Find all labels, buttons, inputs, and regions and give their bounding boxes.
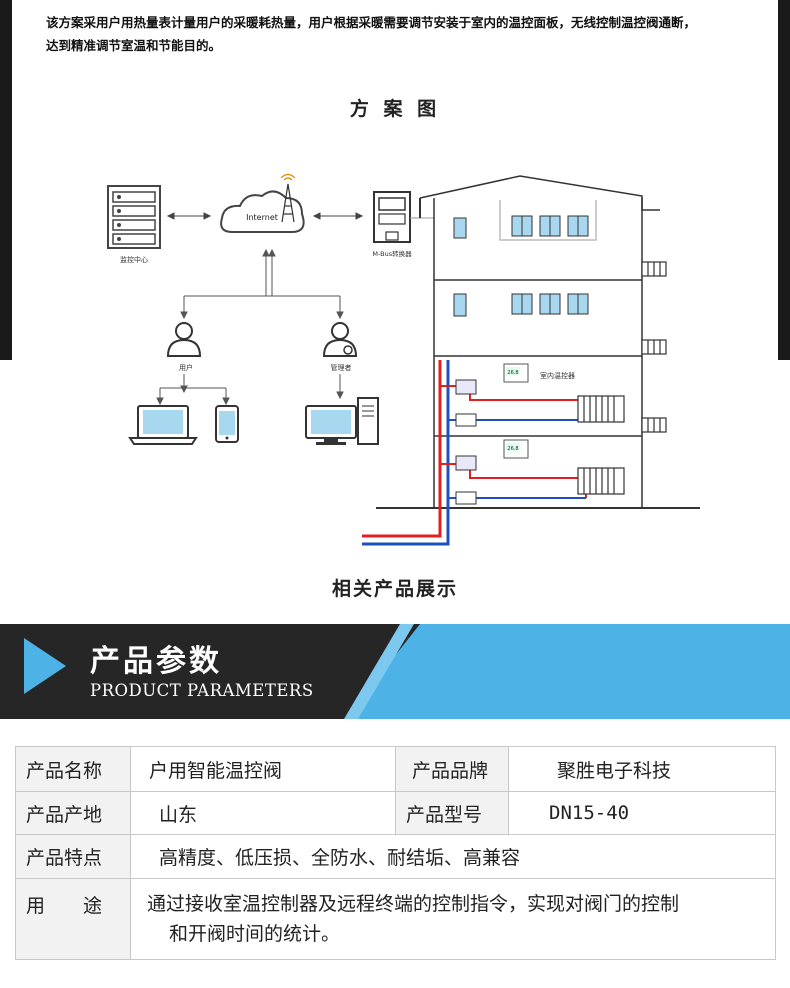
- banner-title-cn: 产品参数: [90, 644, 222, 679]
- usage-line-2: 和开阀时间的统计。: [169, 923, 341, 945]
- internet-label: Internet: [246, 213, 278, 222]
- phone-icon: [215, 405, 239, 443]
- connection-tree: [180, 248, 344, 320]
- indoor-controller-label: 室内温控器: [540, 371, 575, 380]
- mbus-converter-icon: [373, 191, 411, 243]
- manager-icon: [322, 322, 358, 357]
- cloud-icon: [220, 190, 305, 233]
- table-row: 产品产地 山东 产品型号 DN15-40: [15, 791, 776, 835]
- device-arrows: [156, 374, 344, 406]
- banner-title-en: PRODUCT PARAMETERS: [90, 681, 314, 700]
- table-row: 产品名称 户用智能温控阀 产品品牌 聚胜电子科技: [15, 746, 776, 792]
- params-table: 产品名称 户用智能温控阀 产品品牌 聚胜电子科技 产品产地 山东 产品型号 DN…: [15, 746, 776, 960]
- indoor-thermostat-icon: [503, 363, 529, 459]
- balcony-railings: [641, 261, 667, 433]
- antenna-tower-icon: [280, 173, 296, 223]
- mbus-label: M-Bus转换器: [372, 249, 412, 258]
- thermostat-display-2: 26.8: [507, 446, 518, 452]
- table-row: 产品特点 高精度、低压损、全防水、耐结垢、高兼容: [15, 834, 776, 879]
- origin-value: 山东: [130, 791, 396, 835]
- name-value: 户用智能温控阀: [130, 746, 396, 792]
- manager-label: 管理者: [331, 363, 352, 372]
- name-label: 产品名称: [15, 746, 131, 792]
- heating-pipes: [362, 360, 450, 546]
- feature-value: 高精度、低压损、全防水、耐结垢、高兼容: [130, 834, 776, 879]
- server-rack-icon: [107, 185, 161, 249]
- user-label: 用户: [179, 363, 193, 372]
- model-label: 产品型号: [395, 791, 509, 835]
- system-diagram: 监控中心 Internet M-Bus转换器: [107, 173, 700, 546]
- building-illustration: [376, 175, 700, 509]
- valve-units: [455, 379, 477, 505]
- intro-section: 该方案采用户用热量表计量用户的采暖耗热量，用户根据采暖需要调节安装于室内的温控面…: [0, 0, 790, 60]
- left-dark-border: [0, 0, 12, 360]
- user-icon: [166, 322, 202, 357]
- building-windows: [453, 215, 589, 317]
- arrow-internet-mbus: [312, 212, 364, 220]
- usage-label: 用 途: [15, 878, 131, 960]
- brand-label: 产品品牌: [395, 746, 509, 792]
- showcase-title: 相关产品展示: [331, 578, 458, 600]
- intro-line-1: 该方案采用户用热量表计量用户的采暖耗热量，用户根据采暖需要调节安装于室内的温控面…: [46, 15, 697, 30]
- model-value: DN15-40: [508, 791, 776, 835]
- desktop-computer-icon: [305, 397, 379, 445]
- radiator-icon: [577, 395, 625, 495]
- play-arrow-icon: [24, 638, 66, 694]
- feature-label: 产品特点: [15, 834, 131, 879]
- laptop-icon: [128, 405, 198, 445]
- usage-value: 通过接收室温控制器及远程终端的控制指令，实现对阀门的控制 和开阀时间的统计。: [130, 878, 776, 960]
- monitor-center-label: 监控中心: [120, 255, 148, 264]
- table-row: 用 途 通过接收室温控制器及远程终端的控制指令，实现对阀门的控制 和开阀时间的统…: [15, 878, 776, 960]
- params-banner: [0, 624, 790, 719]
- usage-line-1: 通过接收室温控制器及远程终端的控制指令，实现对阀门的控制: [147, 893, 680, 915]
- brand-value: 聚胜电子科技: [508, 746, 776, 792]
- origin-label: 产品产地: [15, 791, 131, 835]
- arrow-server-internet: [166, 212, 212, 220]
- thermostat-display-1: 26.8: [507, 370, 518, 376]
- banner-background: [0, 624, 790, 719]
- right-dark-border: [778, 0, 790, 360]
- intro-line-2: 达到精准调节室温和节能目的。: [46, 38, 222, 53]
- scheme-title: 方 案 图: [349, 98, 441, 120]
